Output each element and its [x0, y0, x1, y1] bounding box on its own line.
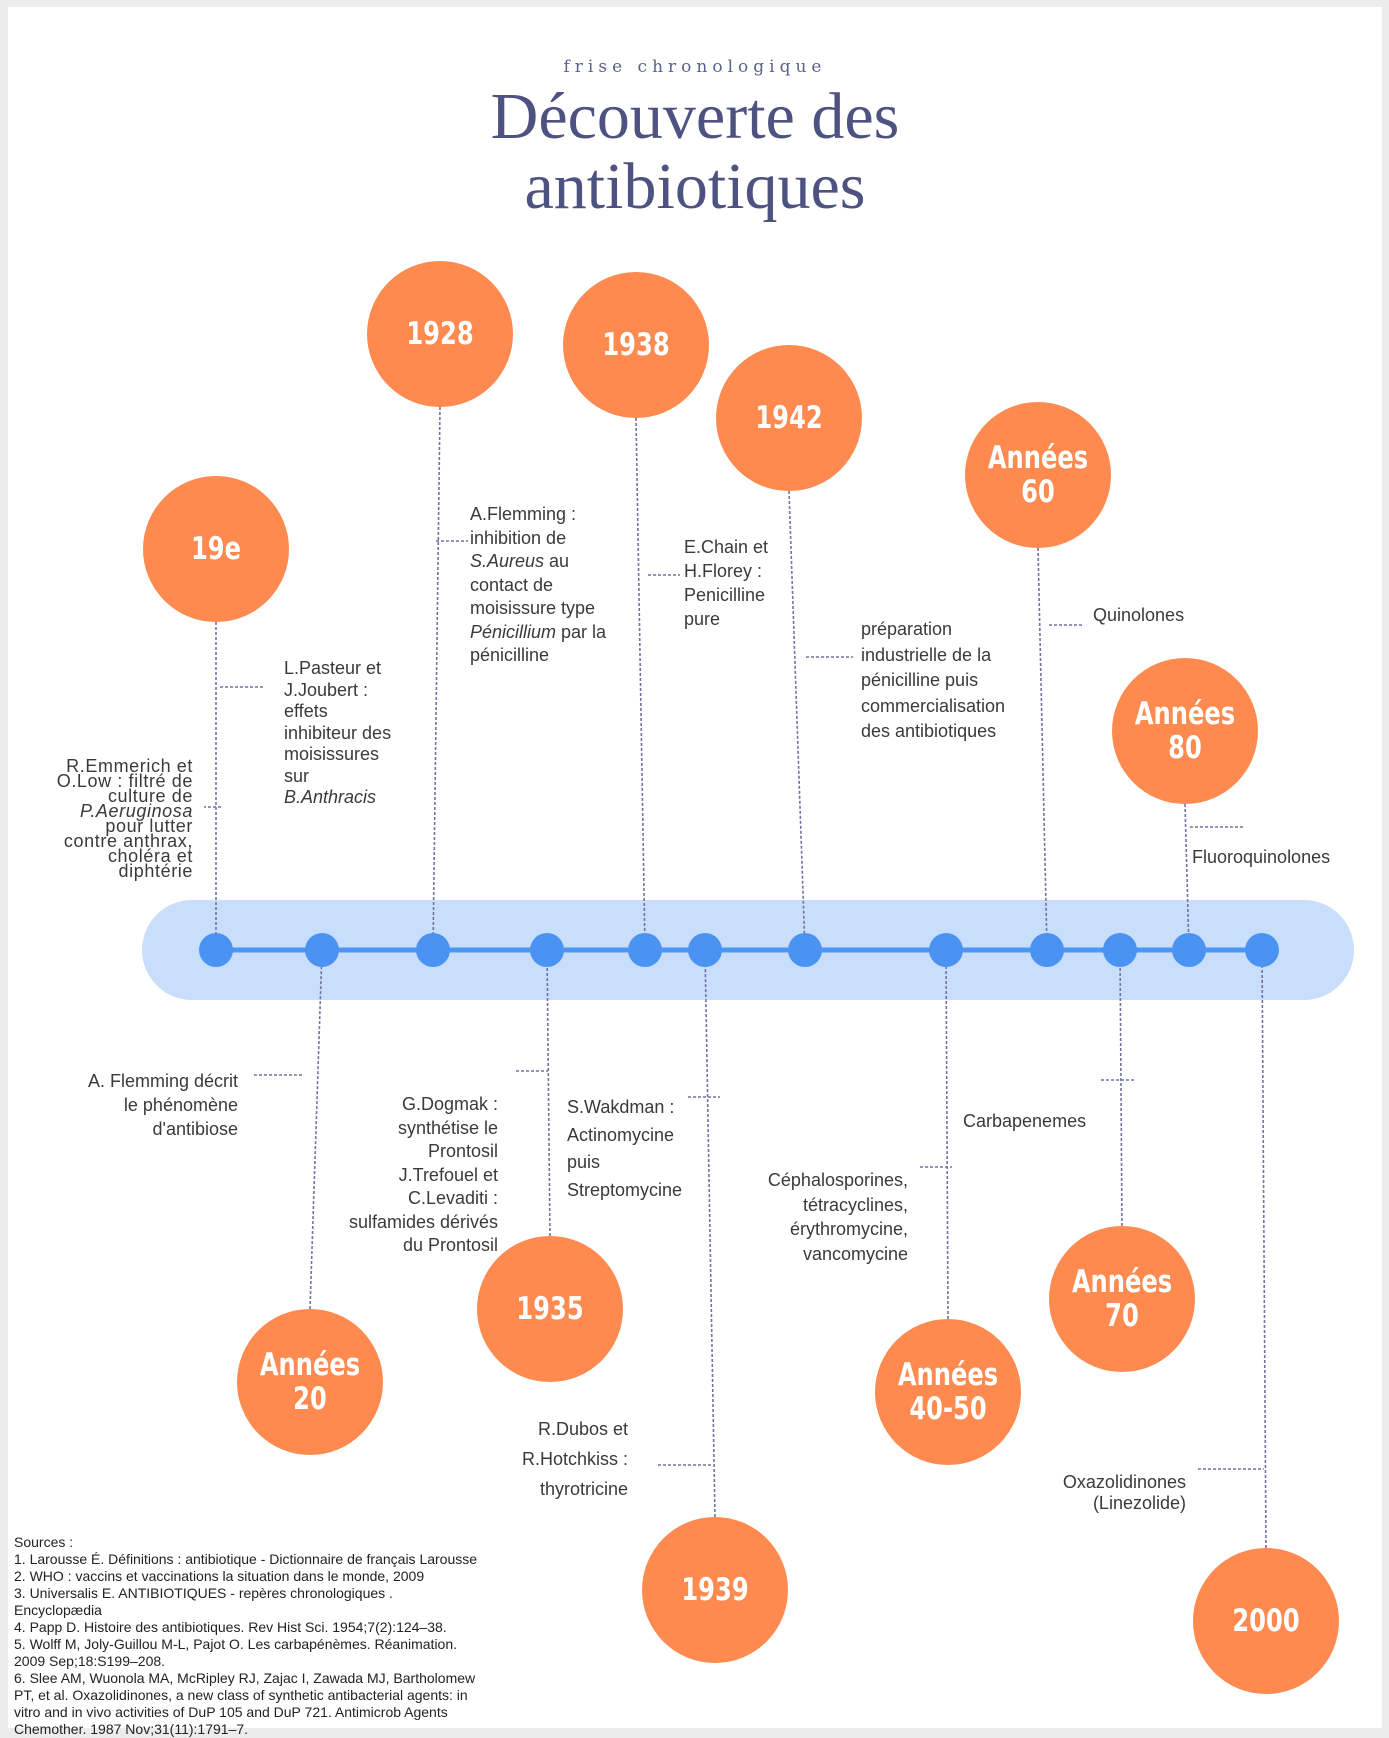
- label-annees-60: Années 60: [987, 440, 1089, 510]
- timeline-graphic: [142, 261, 1354, 1694]
- connector-annees60: [1037, 547, 1048, 951]
- event-circle-1938: [563, 272, 709, 418]
- label-annees-70: Années 70: [1071, 1264, 1173, 1334]
- label-1939: 1939: [681, 1572, 749, 1608]
- timeline-dot-2: [416, 933, 450, 967]
- event-circle-1942: [716, 345, 862, 491]
- annotation-pasteur: L.Pasteur et J.Joubert : effets inhibite…: [284, 658, 424, 809]
- connector-1935: [546, 949, 551, 1237]
- annotation-carbapenemes: Carbapenemes: [963, 1109, 1123, 1133]
- page-title: Découverte des antibiotiques: [490, 80, 900, 223]
- connector-1938: [635, 417, 646, 951]
- event-circle-annees80: [1112, 658, 1258, 804]
- infographic-canvas: frise chronologique Découverte des antib…: [8, 7, 1382, 1737]
- label-annees-80: Années 80: [1134, 696, 1236, 766]
- event-circle-1935: [477, 1236, 623, 1382]
- timeline-dot-5: [688, 933, 722, 967]
- timeline-dot-7: [929, 933, 963, 967]
- annotation-text: G.Dogmak : synthétise le Prontosil J.Tre…: [348, 1094, 498, 1255]
- timeline-dot-11: [1245, 933, 1279, 967]
- timeline-dot-1: [305, 933, 339, 967]
- label-1928: 1928: [406, 316, 474, 352]
- label-1938: 1938: [602, 327, 670, 363]
- annotation-dubos: R.Dubos et R.Hotchkiss : thyrotricine: [448, 1414, 628, 1504]
- timeline-dot-0: [199, 933, 233, 967]
- connector-1942: [788, 490, 806, 951]
- timeline-dot-3: [530, 933, 564, 967]
- timeline-dot-10: [1172, 933, 1206, 967]
- timeline-dot-9: [1103, 933, 1137, 967]
- annotation-text: pour lutter contre anthrax, choléra et d…: [63, 816, 193, 881]
- annotation-chain-florey: E.Chain et H.Florey : Penicilline pure: [684, 535, 804, 631]
- label-annees-20: Années 20: [259, 1347, 361, 1417]
- connector-annees80: [1184, 803, 1190, 951]
- annotation-italic-term: S.Aureus: [470, 551, 545, 571]
- annotation-cephalosporines: Céphalosporines, tétracyclines, érythrom…: [708, 1168, 908, 1266]
- label-1935: 1935: [516, 1291, 584, 1327]
- event-circle-annees4050: [875, 1319, 1021, 1465]
- connector-annees4050: [945, 949, 949, 1320]
- event-circle-annees70: [1049, 1226, 1195, 1372]
- annotation-oxazolidinones: Oxazolidinones (Linezolide): [1008, 1472, 1186, 1514]
- event-circle-annees60: [965, 402, 1111, 548]
- event-circle-annees20: [237, 1309, 383, 1455]
- connector-1939: [704, 949, 716, 1518]
- annotation-text: Oxazolidinones (Linezolide): [1062, 1472, 1186, 1513]
- annotation-italic-term: P.Aeruginosa: [80, 801, 193, 821]
- annotation-dogmak: G.Dogmak : synthétise le Prontosil J.Tre…: [298, 1093, 498, 1258]
- annotation-text: Céphalosporines, tétracyclines, érythrom…: [767, 1170, 908, 1264]
- subtitle: frise chronologique: [563, 57, 827, 77]
- connector-2000: [1261, 949, 1267, 1549]
- annotation-text: S.Wakdman : Actinomycine puis Streptomyc…: [567, 1097, 683, 1200]
- connector-1928: [432, 406, 441, 951]
- annotation-flemming-1928: A.Flemming : inhibition de S.Aureus au c…: [470, 503, 655, 668]
- connector-annees70: [1119, 949, 1123, 1227]
- annotation-italic-term: B.Anthracis: [284, 787, 377, 807]
- sources-text: Sources : 1. Larousse É. Définitions : a…: [14, 1534, 478, 1737]
- event-circle-1928: [367, 261, 513, 407]
- annotation-text: E.Chain et H.Florey : Penicilline pure: [684, 537, 769, 629]
- label-1942: 1942: [755, 400, 823, 436]
- annotation-quinolones: Quinolones: [1093, 603, 1233, 627]
- annotation-emmerich: R.Emmerich et O.Low : filtré de culture …: [18, 756, 193, 881]
- annotation-text: A.Flemming : inhibition de: [470, 504, 577, 548]
- annotation-wakdman: S.Wakdman : Actinomycine puis Streptomyc…: [567, 1094, 717, 1204]
- timeline-dot-4: [628, 933, 662, 967]
- label-19e: 19e: [190, 531, 242, 567]
- timeline-dot-8: [1030, 933, 1064, 967]
- annotation-text: A. Flemming décrit le phénomène d'antibi…: [87, 1071, 238, 1139]
- event-circle-2000: [1193, 1548, 1339, 1694]
- annotation-text: L.Pasteur et J.Joubert : effets inhibite…: [284, 658, 392, 786]
- annotation-fluoroquinolones: Fluoroquinolones: [1192, 845, 1362, 869]
- annotation-text: R.Emmerich et O.Low : filtré de culture …: [56, 756, 193, 806]
- annotation-preparation: préparation industrielle de la pénicilli…: [861, 617, 1046, 745]
- event-circle-1939: [642, 1517, 788, 1663]
- annotation-text: par la pénicilline: [470, 621, 607, 666]
- label-2000: 2000: [1232, 1603, 1300, 1639]
- annotation-text: Carbapenemes: [963, 1111, 1087, 1131]
- annotation-text: préparation industrielle de la pénicilli…: [861, 619, 1006, 741]
- annotation-text: au contact de moisissure type: [470, 551, 596, 618]
- annotation-italic-term: Pénicillium: [470, 621, 557, 642]
- annotation-text: Fluoroquinolones: [1192, 847, 1331, 867]
- annotation-text: R.Dubos et R.Hotchkiss : thyrotricine: [521, 1419, 628, 1499]
- annotation-antibiose: A. Flemming décrit le phénomène d'antibi…: [28, 1069, 238, 1141]
- annotation-text: Quinolones: [1093, 605, 1185, 625]
- event-circle-19e: [143, 476, 289, 622]
- timeline-dot-6: [788, 933, 822, 967]
- label-annees-40-50: Années 40-50: [897, 1357, 999, 1427]
